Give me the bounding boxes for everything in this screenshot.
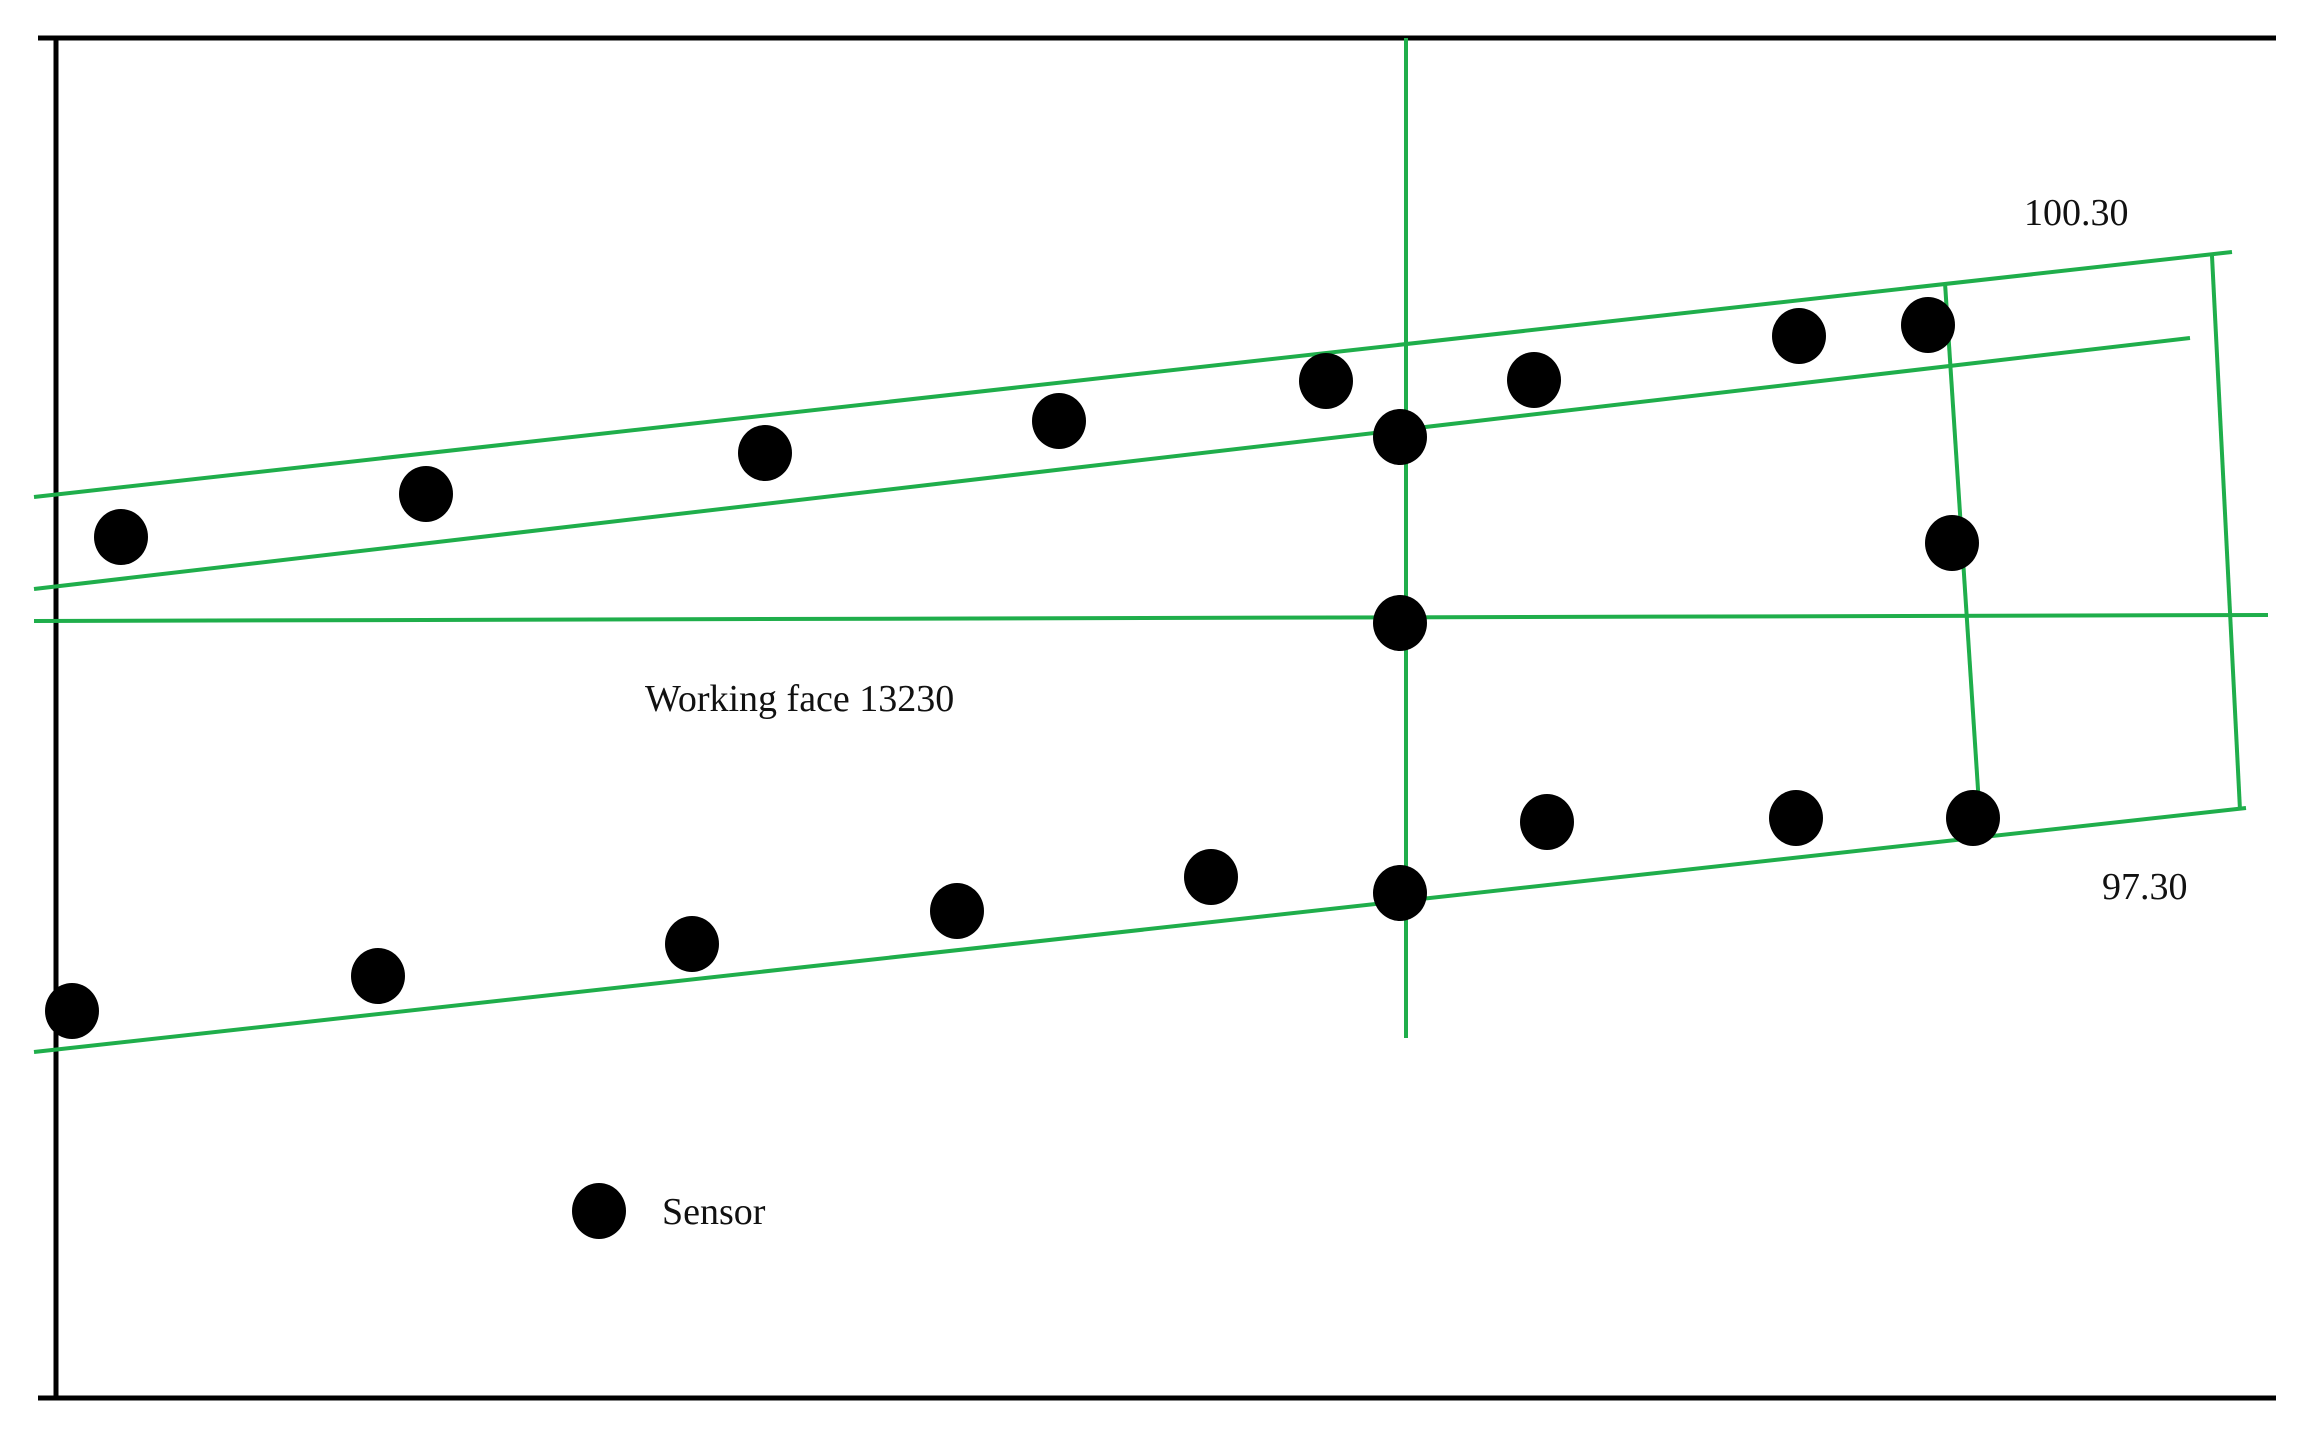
roadway-lines (33, 38, 2269, 1054)
sensor-marker (665, 916, 719, 972)
sensor-marker (351, 948, 405, 1004)
legend-sensor-icon (572, 1183, 626, 1239)
roadway-lower-line (33, 806, 2247, 1054)
sensor-marker (399, 466, 453, 522)
legend: Sensor (572, 1183, 766, 1239)
frame (38, 35, 2276, 1401)
sensor-markers (45, 297, 2000, 1039)
working-face-label: Working face 13230 (645, 678, 954, 720)
sensor-marker (45, 983, 99, 1039)
elevation-top-label: 100.30 (2024, 192, 2129, 234)
working-face-centerline (33, 613, 2269, 623)
sensor-marker (1373, 409, 1427, 465)
sensor-marker (1520, 794, 1574, 850)
sensor-marker (1507, 352, 1561, 408)
sensor-marker (1373, 595, 1427, 651)
sensor-marker (738, 425, 792, 481)
sensor-marker (94, 509, 148, 565)
sensor-marker (1184, 849, 1238, 905)
roadway-upper-outer-line (33, 250, 2233, 499)
sensor-marker (1925, 515, 1979, 571)
sensor-marker (930, 883, 984, 939)
roadway-upper-inner-line (33, 336, 2191, 591)
sensor-marker (1769, 790, 1823, 846)
sensor-marker (1901, 297, 1955, 353)
sensor-marker (1772, 308, 1826, 364)
sensor-marker (1032, 393, 1086, 449)
sensor-marker (1299, 353, 1353, 409)
elevation-bottom-label: 97.30 (2102, 866, 2188, 908)
sensor-marker (1946, 790, 2000, 846)
outer-dimension-line (2210, 255, 2242, 811)
legend-sensor-label: Sensor (662, 1191, 766, 1233)
sensor-marker (1373, 865, 1427, 921)
